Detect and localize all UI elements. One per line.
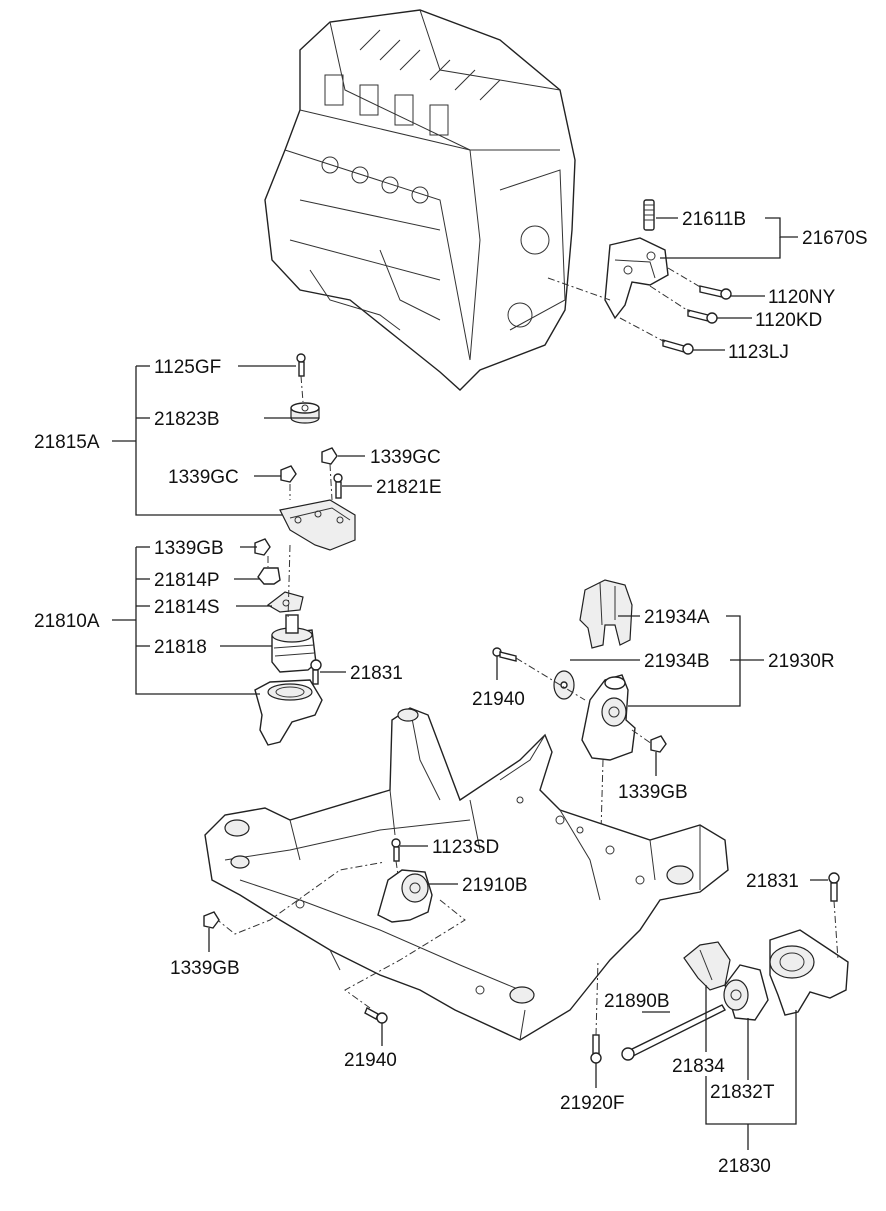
nut-1339GB-top-icon xyxy=(254,538,271,556)
label-21831-upper[interactable]: 21831 xyxy=(350,663,403,684)
bolt-21821E-icon xyxy=(333,473,343,499)
label-21830[interactable]: 21830 xyxy=(718,1156,771,1177)
plate-21814S-icon xyxy=(266,591,304,613)
label-21890B[interactable]: 21890B xyxy=(604,991,670,1012)
mount-21830 xyxy=(621,872,849,1061)
bolt-1125GF-icon xyxy=(296,353,306,377)
label-21934A[interactable]: 21934A xyxy=(644,607,710,628)
bolt-1123LJ-icon xyxy=(662,339,694,355)
label-1123SD[interactable]: 1123SD xyxy=(432,837,499,858)
label-1339GB-right[interactable]: 1339GB xyxy=(618,782,688,803)
nut-1339GB-right-icon xyxy=(650,735,667,753)
label-21930R[interactable]: 21930R xyxy=(768,651,835,672)
nut-1339GB-left-icon xyxy=(203,911,220,929)
bracket-21810A-base-icon xyxy=(254,679,323,746)
engine-bracket-21670S xyxy=(604,199,732,355)
label-1123LJ[interactable]: 1123LJ xyxy=(728,342,789,363)
subframe-illustration xyxy=(204,707,729,1041)
insulator-21818-icon xyxy=(271,614,317,673)
bolt-21940-lower-icon xyxy=(364,1007,388,1024)
part-number-labels: 21611B 21670S 1120NY 1120KD 1123LJ 1125G… xyxy=(34,209,868,1177)
label-21831-lower[interactable]: 21831 xyxy=(746,871,799,892)
engine-block-illustration xyxy=(264,9,576,391)
bracket-21830-icon xyxy=(769,929,849,1016)
nut-1339GC-left-icon xyxy=(280,465,297,483)
label-1125GF[interactable]: 1125GF xyxy=(154,357,221,378)
mount-stack-21815A xyxy=(254,353,356,746)
nut-1339GC-right-icon xyxy=(321,447,338,465)
label-21814S[interactable]: 21814S xyxy=(154,597,220,618)
label-1339GC-right[interactable]: 1339GC xyxy=(370,447,441,468)
bolt-1120NY-icon xyxy=(699,285,732,300)
mount-body-21930R-icon xyxy=(581,674,636,761)
label-21910B[interactable]: 21910B xyxy=(462,875,528,896)
bracket-21815A-icon xyxy=(279,499,356,551)
label-21823B[interactable]: 21823B xyxy=(154,409,220,430)
washer-21934B-icon xyxy=(553,670,575,700)
bushing-21832T-icon xyxy=(723,964,769,1021)
label-1339GB-left[interactable]: 1339GB xyxy=(170,958,240,979)
mount-21910B xyxy=(377,838,433,923)
mount-21930R xyxy=(492,579,667,761)
label-21940-lower[interactable]: 21940 xyxy=(344,1050,397,1071)
stopper-21834-icon xyxy=(683,941,731,991)
label-1339GB-upper[interactable]: 1339GB xyxy=(154,538,224,559)
bolt-21831-upper-icon xyxy=(310,659,322,685)
bushing-21823B-icon xyxy=(290,402,320,424)
label-1120NY[interactable]: 1120NY xyxy=(768,287,836,308)
label-1120KD[interactable]: 1120KD xyxy=(755,310,822,331)
label-21818[interactable]: 21818 xyxy=(154,637,207,658)
leader-lines xyxy=(112,217,828,1150)
cover-21934A-icon xyxy=(579,579,633,649)
label-21940-upper[interactable]: 21940 xyxy=(472,689,525,710)
label-21670S[interactable]: 21670S xyxy=(802,228,868,249)
label-1339GC-left[interactable]: 1339GC xyxy=(168,467,239,488)
label-21832T[interactable]: 21832T xyxy=(710,1082,775,1103)
label-21814P[interactable]: 21814P xyxy=(154,570,220,591)
clip-21814P-icon xyxy=(257,567,281,585)
label-21920F[interactable]: 21920F xyxy=(560,1093,624,1114)
label-21934B[interactable]: 21934B xyxy=(644,651,710,672)
label-21611B[interactable]: 21611B xyxy=(682,209,746,230)
bolt-21831-lower-icon xyxy=(828,872,840,902)
label-21834[interactable]: 21834 xyxy=(672,1056,725,1077)
label-21815A[interactable]: 21815A xyxy=(34,432,100,453)
bolt-21920F-icon xyxy=(590,1034,602,1064)
bolt-21890B-icon xyxy=(621,1004,726,1061)
label-21821E[interactable]: 21821E xyxy=(376,477,442,498)
bolt-21940-upper-icon xyxy=(492,647,517,662)
label-21810A[interactable]: 21810A xyxy=(34,611,100,632)
bolt-1120KD-icon xyxy=(687,309,718,324)
